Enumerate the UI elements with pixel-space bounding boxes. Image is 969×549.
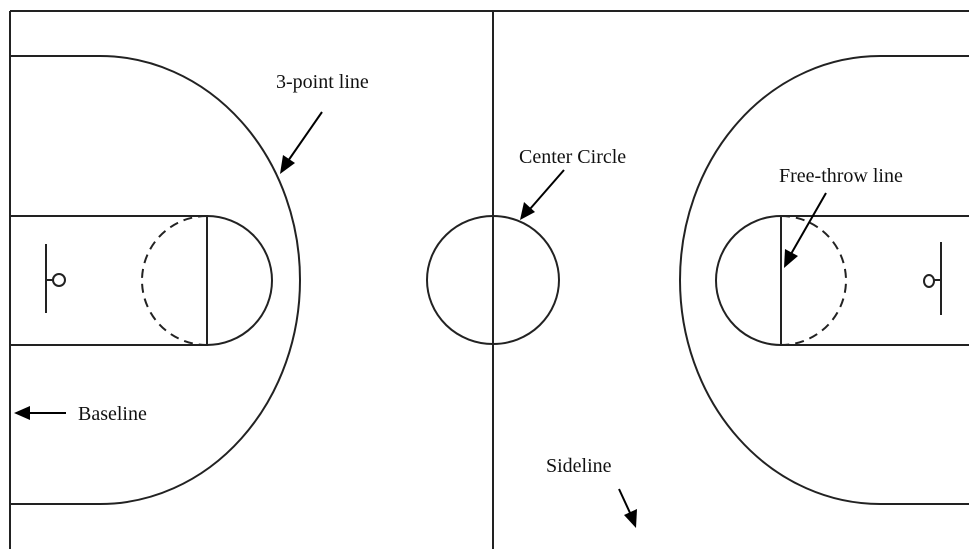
center-circle-label: Center Circle (519, 146, 626, 168)
center-circle-arrow (520, 169, 565, 220)
free-throw-line-label: Free-throw line (779, 165, 903, 187)
left-three-point-line (10, 55, 301, 505)
left-free-throw-arc-dashed (141, 215, 208, 346)
baseline-label: Baseline (78, 403, 147, 425)
right-three-point-line (679, 55, 969, 505)
left-key (10, 215, 208, 346)
free-throw-line-arrow (784, 192, 827, 268)
right-free-throw-arc-dashed (780, 215, 847, 346)
sideline-label: Sideline (546, 455, 612, 477)
left-rim (52, 273, 66, 287)
three-point-line-label: 3-point line (276, 71, 369, 93)
right-key (780, 215, 969, 346)
baseline-arrow (14, 406, 66, 420)
right-rim (923, 274, 935, 288)
right-free-throw-arc-solid (715, 215, 782, 346)
sideline-arrow (618, 488, 637, 528)
left-free-throw-arc-solid (206, 215, 273, 346)
center-circle (426, 215, 560, 345)
three-point-line-arrow (280, 111, 323, 174)
